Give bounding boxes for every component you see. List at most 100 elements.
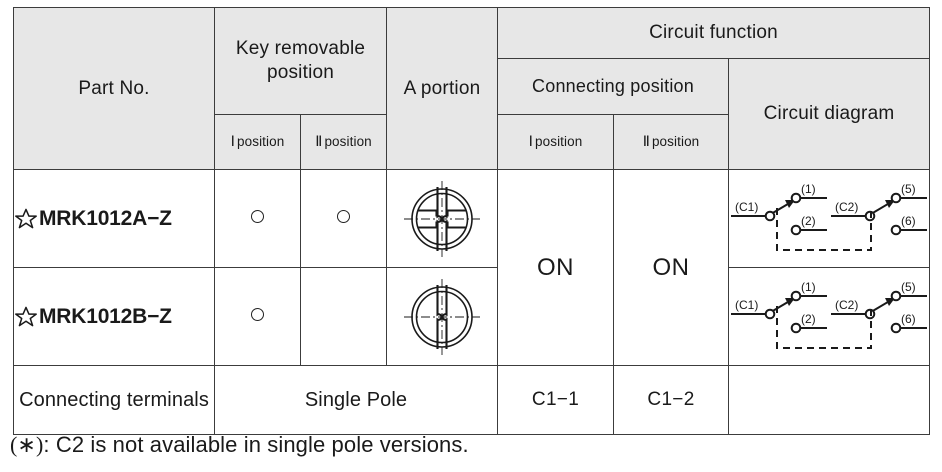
code-II-value: C1−2 [647,389,695,410]
circuit-node-c1 [764,308,776,319]
cell-part-no-row2: MRK1012B−Z [13,267,215,366]
circuit-label-2: (2) [801,312,816,326]
connecting-position-II-value: ON [652,253,690,281]
circuit-label-6: (6) [901,312,916,326]
header-part-no-label: Part No. [78,77,150,99]
header-key-position-1-text: position [237,134,285,149]
cam-double-slot-icon [387,175,497,263]
circle-mark-icon [251,307,264,321]
roman-numeral-one: Ⅰ [230,134,236,150]
cell-pole-type: Single Pole [214,365,498,435]
roman-numeral-two-conn: Ⅱ [642,134,650,150]
circuit-arrow-2 [885,199,896,208]
circuit-label-6: (6) [901,214,916,228]
footnote-colon: : [43,432,50,457]
header-key-removable-position-label: Key removable position [235,38,366,83]
header-connecting-position-label: Connecting position [532,76,694,97]
circuit-label-1: (1) [801,182,816,196]
cell-code-II: C1−2 [613,365,729,435]
circuit-ganged-link [776,305,873,349]
header-connecting-position: Connecting position [497,58,729,115]
circuit-label-c1: (C1) [735,298,758,312]
roman-numeral-two: Ⅱ [315,134,323,150]
circuit-node-2 [790,322,802,333]
cell-a-portion-row1 [386,169,498,268]
circuit-label-1: (1) [801,280,816,294]
header-circuit-diagram-label: Circuit diagram [763,103,895,125]
header-key-position-2-text: position [324,134,372,149]
circuit-node-1 [790,192,802,203]
circuit-node-6 [890,322,902,333]
circuit-label-c2: (C2) [835,200,858,214]
circuit-arrow-1 [785,199,796,208]
part-number-row2: MRK1012B−Z [14,305,214,329]
connecting-terminals-label: Connecting terminals [19,388,209,411]
cell-code-I: C1−1 [497,365,614,435]
roman-numeral-one-conn: Ⅰ [528,134,534,150]
part-number-text-row2: MRK1012B−Z [39,304,172,328]
header-circuit-diagram: Circuit diagram [727,58,931,170]
part-number-text-row1: MRK1012A−Z [39,206,172,230]
circuit-label-5: (5) [901,280,916,294]
code-I-value: C1−1 [531,389,580,410]
circle-mark-icon [337,209,350,223]
circuit-node-6 [890,224,902,235]
circle-mark-icon [251,209,264,223]
table-row: MRK1012B−Z [13,267,931,366]
circuit-label-2: (2) [801,214,816,228]
circuit-label-c2: (C2) [835,298,858,312]
header-row-2: Connecting position Circuit diagram [14,58,931,170]
cell-circuit-diagram-row1: (C1) (1) (2) (C2) (5) (6) [727,169,931,268]
header-circuit-function-label: Circuit function [649,22,778,44]
circuit-label-5: (5) [901,182,916,196]
summary-row: Connecting terminals Single Pole C1−1 C1… [13,365,931,435]
circuit-diagram-c1-c2-icon: (C1) (1) (2) (C2) (5) (6) [729,274,929,360]
cell-key-removable-II-row1 [300,169,387,268]
table-row: MRK1012A−Z [13,169,931,366]
circuit-node-5 [890,192,902,203]
circuit-label-c1: (C1) [735,200,758,214]
header-part-no: Part No. [13,7,215,170]
cell-a-portion-row2 [386,267,498,366]
star-icon [14,305,38,329]
cell-key-removable-I-row2 [214,267,301,366]
connecting-position-I-value: ON [537,253,574,281]
circuit-node-5 [890,290,902,301]
cell-part-no-row1: MRK1012A−Z [13,169,215,268]
circuit-node-2 [790,224,802,235]
header-conn-position-2-text: position [651,134,700,149]
header-row-1: Part No. Key removable position A portio… [13,7,931,170]
circuit-arrow-1 [785,297,796,306]
footnote: (∗): C2 is not available in single pole … [10,432,469,458]
footnote-text: C2 is not available in single pole versi… [55,432,469,457]
circuit-node-c1 [764,210,776,221]
header-a-portion-label: A portion [403,77,481,99]
cell-summary-diagram-blank [727,365,931,435]
cell-connecting-position-II: ON [613,169,729,366]
header-circuit-function: Circuit function [496,7,931,59]
cell-key-removable-II-row2 [300,267,387,366]
star-icon [14,207,38,231]
header-key-removable-position: Key removable position [214,7,387,115]
pole-type-value: Single Pole [304,388,408,411]
circuit-arrow-2 [885,297,896,306]
header-a-portion: A portion [386,7,498,170]
part-number-row1: MRK1012A−Z [14,207,214,231]
cell-connecting-terminals-label: Connecting terminals [13,365,215,435]
switch-specification-table: Part No. Key removable position A portio… [13,7,931,435]
header-conn-position-1-text: position [535,134,583,149]
circuit-ganged-link [776,207,873,251]
footnote-marker: (∗) [10,432,44,457]
circuit-diagram-c1-c2-icon: (C1) (1) (2) (C2) (5) (6) [729,176,929,262]
cell-key-removable-I-row1 [214,169,301,268]
